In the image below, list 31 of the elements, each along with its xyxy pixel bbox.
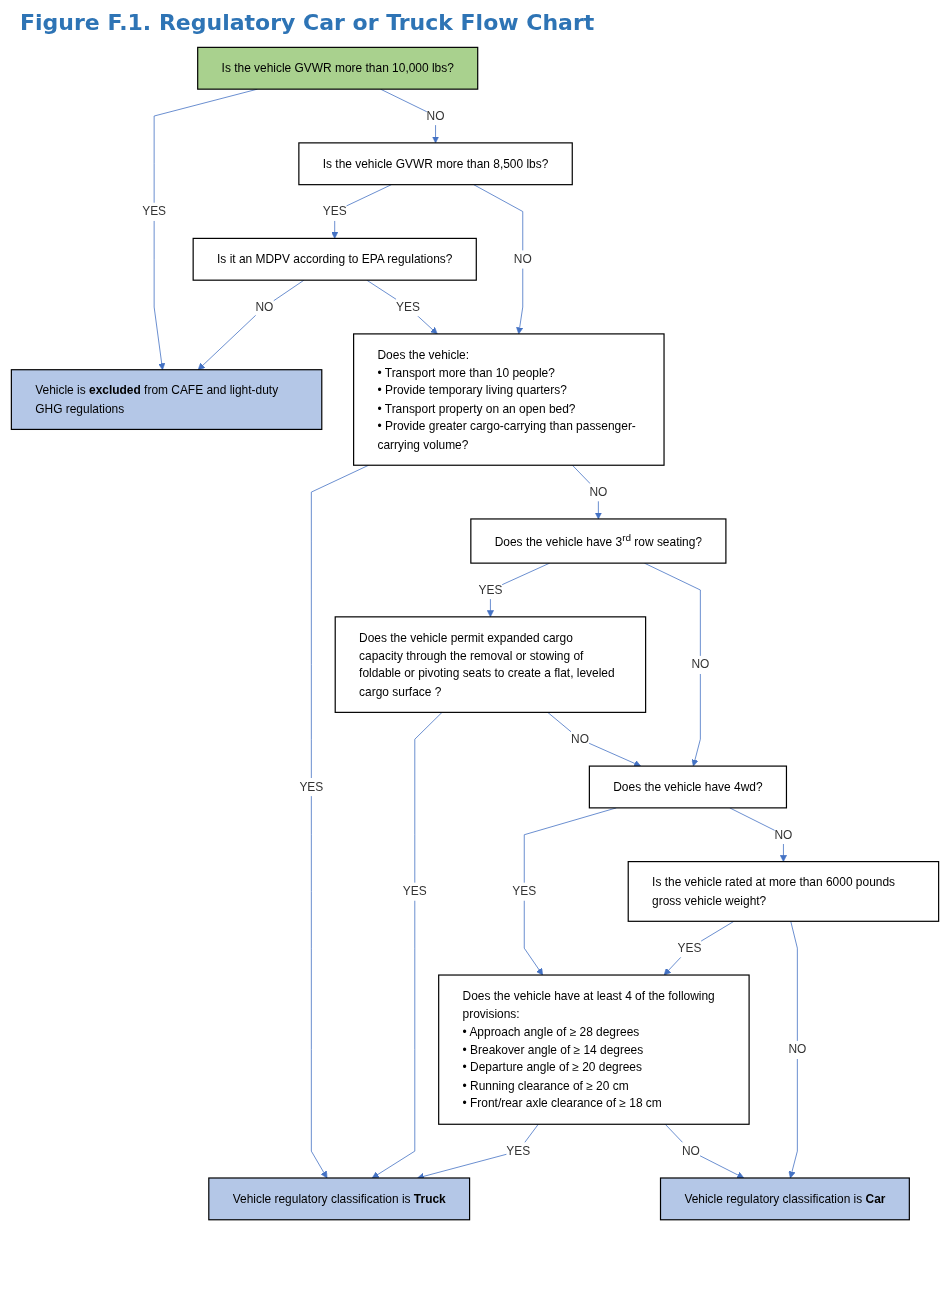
edge-label: YES [677,940,702,955]
figure-title: Figure F.1. Regulatory Car or Truck Flow Chart [20,10,596,35]
edge-label: NO [774,827,793,841]
edge-label: YES [478,582,503,597]
node-box: Vehicle regulatory classification is Car [659,1177,910,1221]
edge-label: YES [396,299,420,314]
edge-label: YES [322,204,347,218]
node-box: Vehicle regulatory classification is Truck [208,1177,471,1221]
edge-label: NO [426,108,445,123]
node-box: Is the vehicle GVWR more than 10,000 lbs? [197,46,479,90]
edge-label: YES [512,884,537,898]
edge-label: YES [299,779,324,794]
edge-label: YES [142,204,167,218]
node-box: Vehicle is excluded from CAFE and light-duty GHG regulations [10,369,323,430]
edge-label: NO [681,1143,700,1158]
edge-label: YES [506,1143,531,1158]
edge-label: NO [691,657,710,671]
edge-label: NO [788,1042,807,1056]
edge-label: NO [589,484,608,499]
edge-label: NO [255,299,274,314]
node-box: Does the vehicle: • Transport more than 10 people? • Provide temporary living quarters? • Transport property on an open bed? • Provide greater cargo-carrying than passenger-carrying volume? [353,333,665,466]
node-box: Does the vehicle permit expanded cargo capacity through the removal or stowing of foldable or pivoting seats to create a flat, leveled cargo surface ? [334,616,647,713]
node-box: Is the vehicle GVWR more than 8,500 lbs? [298,142,573,186]
node-box: Does the vehicle have 3$^{rd}$ row seating? [470,518,727,564]
node-box: Is the vehicle rated at more than 6000 pounds gross vehicle weight? [627,861,940,922]
edge-label: NO [571,731,589,746]
node-box: Is it an MDPV according to EPA regulations? [192,237,477,281]
edge-label: YES [402,884,427,898]
edge-label: NO [513,251,532,266]
node-box: Does the vehicle have at least 4 of the following provisions: • Approach angle of ≥ 28 degrees • Breakover angle of ≥ 14 degrees • Departure angle of ≥ 20 degrees • Running clearance of ≥ 20 cm • Front/rear axle clearance of ≥ 18 cm [438,974,750,1125]
node-box: Does the vehicle have 4wd? [588,765,788,809]
